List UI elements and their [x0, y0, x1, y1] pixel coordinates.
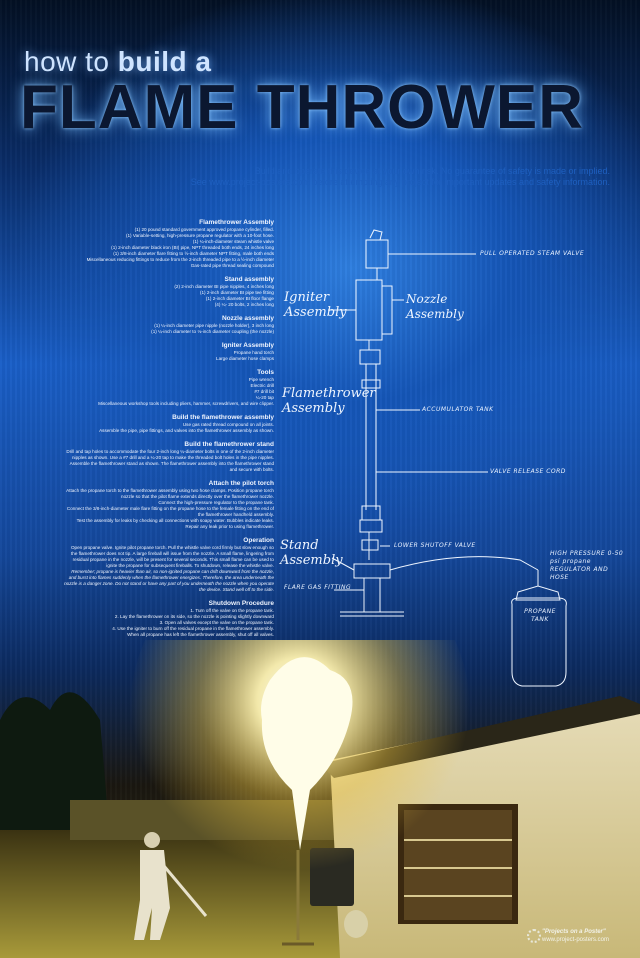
- instruction-line: Repair any leak prior to using flamethro…: [185, 524, 274, 529]
- instruction-line: Gas-rated pipe thread sealing compound: [190, 263, 274, 268]
- instructions-column: Flamethrower Assembly(1) 20 pound standa…: [64, 218, 274, 638]
- section-heading: Flamethrower Assembly: [199, 219, 274, 226]
- instruction-line: Propane hand torch: [233, 350, 274, 355]
- logo-title: "Projects on a Poster": [542, 929, 606, 935]
- instruction-line: 4. Use the igniter to burn off the resid…: [112, 626, 274, 631]
- section-heading: Shutdown Procedure: [208, 600, 274, 607]
- instruction-line: nozzle so that the pilot flame extends d…: [121, 494, 274, 499]
- instruction-line: Connect the high-pressure regulator to t…: [158, 500, 274, 505]
- instruction-line: the flamethrower does not tip. A large f…: [71, 551, 274, 556]
- logo-url: www.project-posters.com: [542, 937, 610, 943]
- section-heading: Build the flamethrower stand: [184, 441, 274, 448]
- instruction-line: (1) 2-inch diameter BI pipe tee fitting: [199, 290, 274, 295]
- instruction-line: 2. Lay the flamethrower on its side, so …: [114, 614, 274, 619]
- label-stand: Stand Assembly: [280, 538, 343, 568]
- label-flamethrower: Flamethrower Assembly: [282, 386, 376, 416]
- section-heading: Build the flamethrower assembly: [172, 414, 274, 421]
- instruction-line: (1) 2-inch diameter black iron (BI) pipe…: [111, 245, 274, 250]
- instruction-line: (4) ¼- 20 bolts, 2 inches long: [214, 302, 274, 307]
- instruction-line: ¼-20 tap: [255, 395, 274, 400]
- title-prefix-bold: build a: [117, 46, 212, 77]
- instruction-line: Assemble the flamethrower stand as shown…: [69, 461, 274, 466]
- instruction-line: 3. Open all valves except the valve on t…: [159, 620, 274, 625]
- instruction-line: (1) Variable-setting, high-pressure prop…: [125, 233, 274, 238]
- instruction-line: nozzle is a danger zone. Do not stand or…: [64, 581, 274, 586]
- poster-title: FLAME THROWER: [20, 73, 585, 142]
- instruction-line: (2) 2-inch diameter BI pipe nipples, 4 i…: [174, 284, 274, 289]
- instruction-line: (1) 3/8-inch diameter flare fitting to ½…: [113, 251, 274, 256]
- footer-logo: "Projects on a Poster" www.project-poste…: [522, 928, 640, 944]
- gear-logo-icon: [527, 929, 541, 943]
- instruction-line: Miscellaneous workshop tools including p…: [98, 401, 274, 406]
- safety-disclaimer: Build and operate this device at your ow…: [110, 166, 610, 188]
- instruction-line: (1) 20 pound standard government approve…: [134, 227, 274, 232]
- section-heading: Tools: [257, 369, 274, 376]
- instruction-line: ignite the propane for subsequent fireba…: [106, 563, 274, 568]
- instruction-line: and secure with bolts.: [229, 467, 274, 472]
- disclaimer-line-2: See www.project-posters.com before attem…: [190, 177, 610, 187]
- instruction-line: Pipe wrench: [248, 377, 274, 382]
- instruction-line: Drill and tap holes to accommodate the f…: [66, 449, 274, 454]
- instruction-line: Open propane valve. Ignite pilot propane…: [70, 545, 274, 550]
- instruction-line: (1) 2-inch diameter BI floor flange: [205, 296, 274, 301]
- label-nozzle: Nozzle Assembly: [406, 292, 464, 321]
- label-igniter: Igniter Assembly: [284, 290, 347, 320]
- instruction-line: Connect the 3/8-inch-diameter male flare…: [66, 506, 274, 511]
- section-heading: Operation: [243, 537, 274, 544]
- instruction-line: (1) ¼-inch diameter to ⅛-inch diameter c…: [151, 329, 274, 334]
- label-release-cord: VALVE RELEASE CORD: [490, 468, 566, 475]
- label-pull-valve: PULL OPERATED STEAM VALVE: [480, 250, 585, 257]
- instruction-line: (1) ¼-inch-diameter steam whistle valve: [192, 239, 274, 244]
- night-photo-scene: [0, 640, 640, 958]
- instruction-line: the device. Stand well off to the side.: [199, 587, 274, 592]
- label-shutoff: LOWER SHUTOFF VALVE: [394, 542, 476, 549]
- instruction-line: When all propane has left the flamethrow…: [127, 632, 274, 637]
- section-heading: Stand assembly: [224, 276, 275, 283]
- label-accumulator: ACCUMULATOR TANK: [422, 406, 494, 413]
- instruction-line: Test the assembly for leaks by checking …: [76, 518, 274, 523]
- instruction-line: (1) ¼-inch diameter pipe nipple (nozzle …: [154, 323, 274, 328]
- label-pressure: HIGH PRESSURE 0-50 psi propane REGULATOR…: [550, 550, 624, 581]
- label-flare: FLARE GAS FITTING: [284, 584, 352, 591]
- disclaimer-line-1: Build and operate this device at your ow…: [254, 166, 610, 176]
- instruction-line: 1. Turn off the valve on the propane tan…: [190, 608, 274, 613]
- instruction-line: Attach the propane torch to the flamethr…: [66, 488, 274, 493]
- instruction-line: Electric drill: [250, 383, 274, 388]
- section-heading: Nozzle assembly: [221, 315, 274, 322]
- instruction-line: Miscellaneous reducing fittings to reduc…: [86, 257, 274, 262]
- instruction-line: nipples as shown. Use a #7 drill and a ¼…: [72, 455, 274, 460]
- section-heading: Igniter Assembly: [221, 342, 274, 349]
- instruction-line: #7 drill bit: [254, 389, 274, 394]
- sketch-drawing: [328, 229, 567, 687]
- instruction-line: and burst into flames suddenly when the …: [68, 575, 274, 580]
- blueprint-sketch: PULL OPERATED STEAM VALVE Igniter Assemb…: [270, 220, 630, 700]
- instruction-line: the flamethrower handheld assembly.: [197, 512, 274, 517]
- label-tank: PROPANE TANK: [524, 608, 556, 623]
- instruction-line: Use gas rated thread compound on all joi…: [182, 422, 274, 427]
- instruction-line: Large diameter hose clamps: [216, 356, 274, 361]
- instruction-line: Assemble the pipe, pipe fittings, and va…: [99, 428, 274, 433]
- instruction-line: residual propane in the nozzle, will be …: [72, 557, 274, 562]
- instruction-line: Remember; propane is heavier than air, s…: [71, 569, 274, 574]
- section-heading: Attach the pilot torch: [208, 480, 274, 487]
- title-prefix-light: how to: [24, 46, 118, 77]
- title-prefix: how to build a: [24, 46, 212, 78]
